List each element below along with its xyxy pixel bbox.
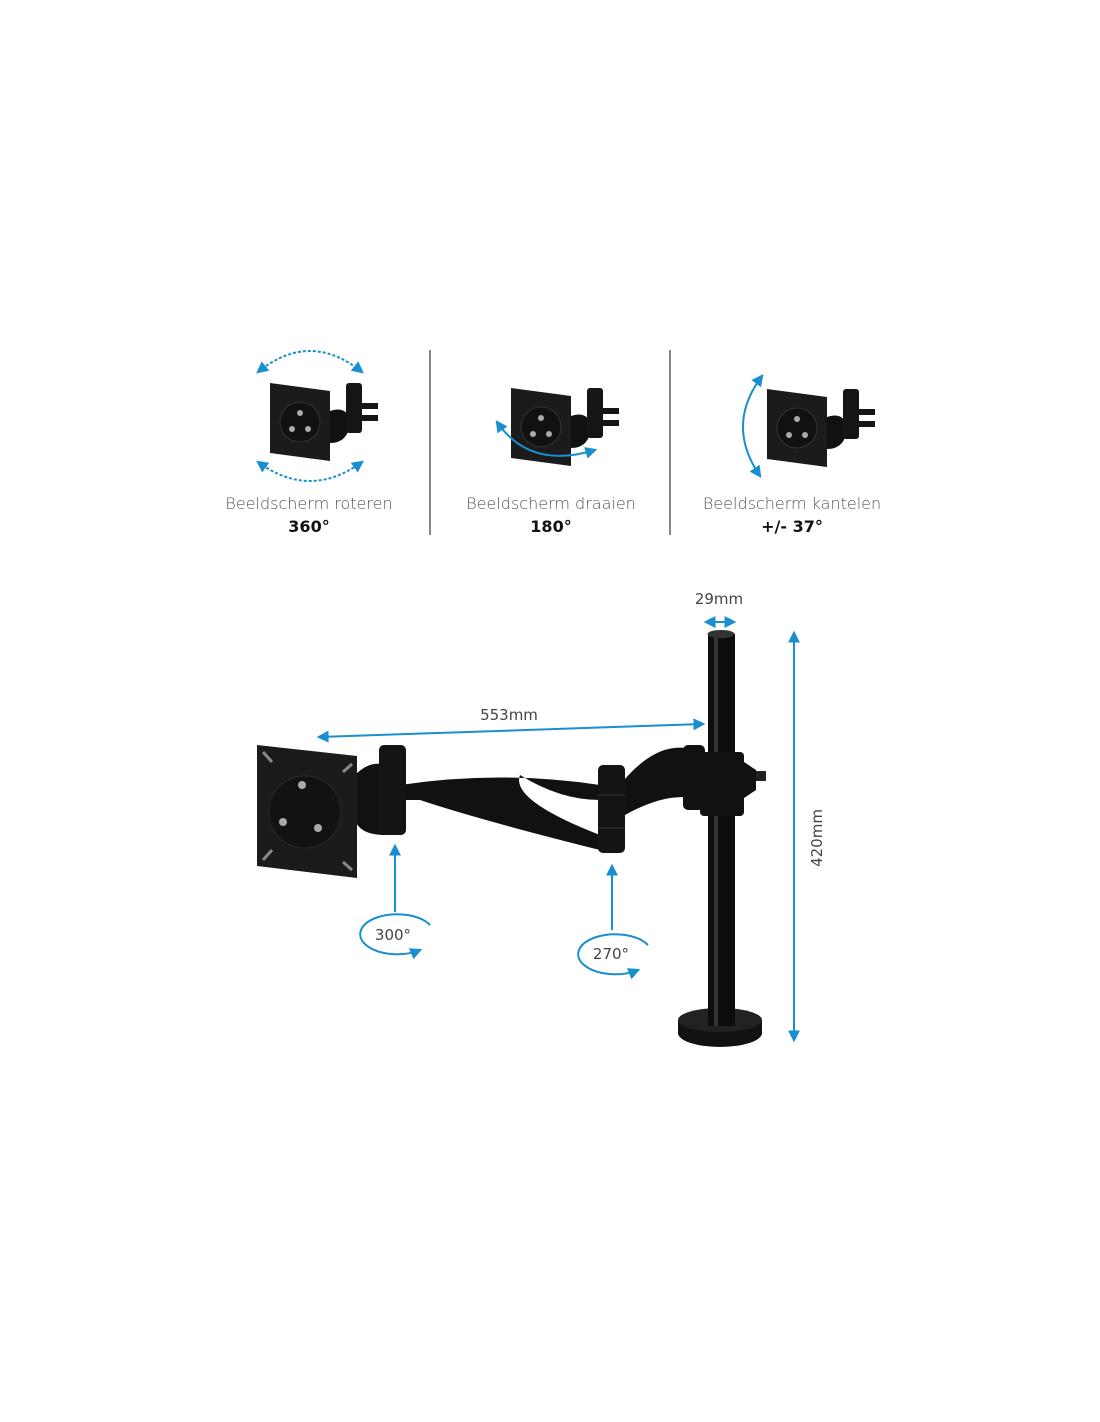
swivel-illustration [495,387,620,467]
feature-value: 360° [288,517,329,536]
rotate-illustration [256,350,379,482]
monitor-arm [257,630,766,1047]
tilt-illustration [742,374,876,478]
rotation-circle-icon [577,933,649,980]
pole-diameter-label: 29mm [695,590,743,608]
pole-height-label: 420mm [808,809,826,867]
arm-reach-label: 553mm [480,706,538,724]
feature-label: Beeldscherm draaien [466,494,636,513]
arm-reach-arrow [316,718,706,743]
monitor-joint-rotation: 300° [375,926,411,944]
rotation-circle-icon [359,913,431,960]
feature-value: 180° [530,517,571,536]
feature-value: +/- 37° [761,517,823,536]
feature-label: Beeldscherm kantelen [703,494,881,513]
elbow-joint-rotation: 270° [593,945,629,963]
feature-label: Beeldscherm roteren [225,494,392,513]
